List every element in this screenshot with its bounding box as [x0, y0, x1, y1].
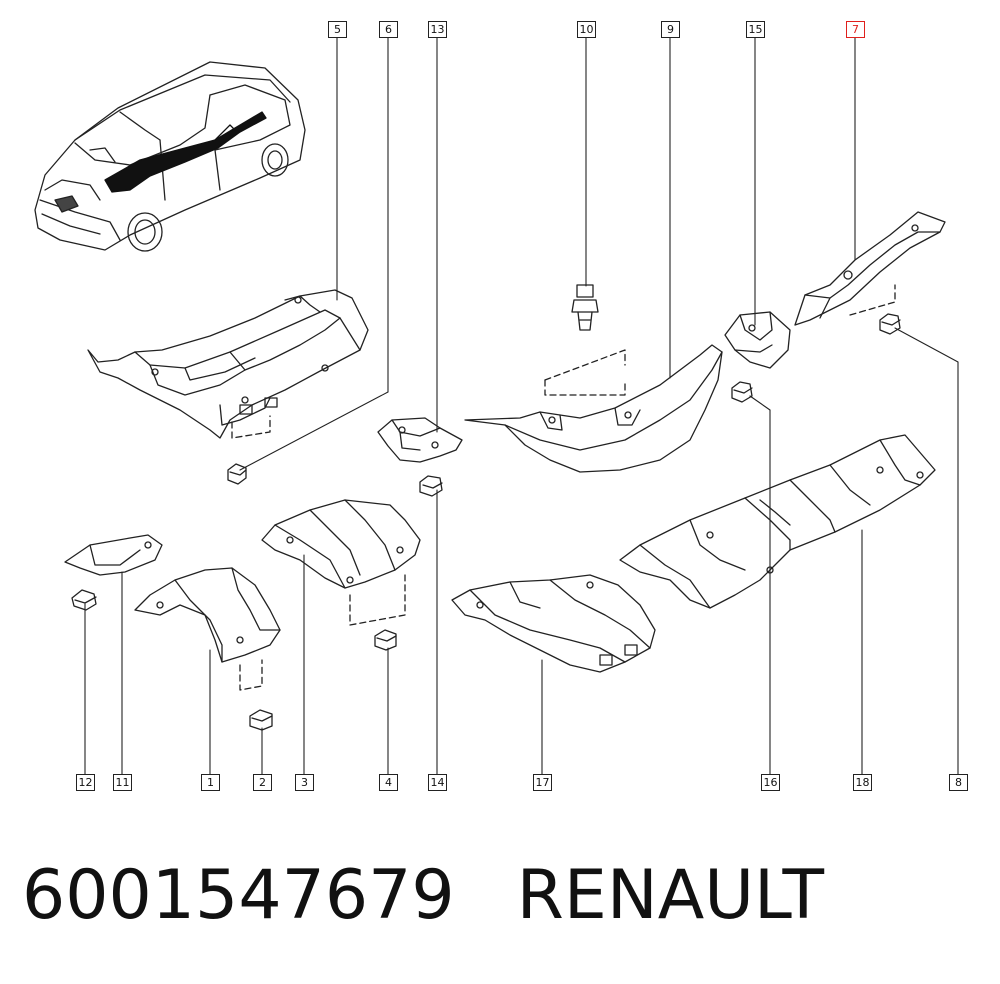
callout-7-highlighted: 7 — [846, 21, 865, 38]
callout-13: 13 — [428, 21, 447, 38]
callout-8: 8 — [949, 774, 968, 791]
part-9-tunnel-shield — [464, 344, 723, 473]
callout-15: 15 — [746, 21, 765, 38]
part-number: 6001547679 — [22, 856, 455, 935]
part-17-shield — [451, 574, 656, 673]
part-5-heat-shield — [87, 289, 369, 439]
callout-18: 18 — [853, 774, 872, 791]
callout-11: 11 — [113, 774, 132, 791]
part-7-rear-shield — [794, 211, 946, 326]
callout-3: 3 — [295, 774, 314, 791]
part-12-nut — [71, 589, 97, 611]
car-illustration — [34, 61, 306, 252]
callout-16: 16 — [761, 774, 780, 791]
part-6-nut — [227, 463, 247, 485]
callout-5: 5 — [328, 21, 347, 38]
part-8-nut — [879, 313, 901, 335]
callout-14: 14 — [428, 774, 447, 791]
part-1-shield — [134, 567, 281, 691]
callout-4: 4 — [379, 774, 398, 791]
part-11-plate — [64, 534, 163, 576]
callout-6: 6 — [379, 21, 398, 38]
part-10-bolt — [544, 284, 626, 396]
callout-1: 1 — [201, 774, 220, 791]
callout-12: 12 — [76, 774, 95, 791]
callout-9: 9 — [661, 21, 680, 38]
part-caption: 6001547679 RENAULT — [22, 856, 824, 935]
callout-2: 2 — [253, 774, 272, 791]
part-13-bracket — [377, 417, 463, 463]
part-2-nut — [249, 709, 273, 731]
part-4-nut — [374, 629, 397, 651]
part-14-nut — [419, 475, 443, 497]
part-18-shield — [619, 434, 936, 609]
part-16-nut — [731, 381, 753, 403]
callout-10: 10 — [577, 21, 596, 38]
part-15-bracket — [724, 311, 791, 369]
callout-17: 17 — [533, 774, 552, 791]
leader-lines — [84, 36, 959, 776]
brand-name: RENAULT — [516, 856, 825, 935]
part-3-shield — [261, 499, 421, 626]
